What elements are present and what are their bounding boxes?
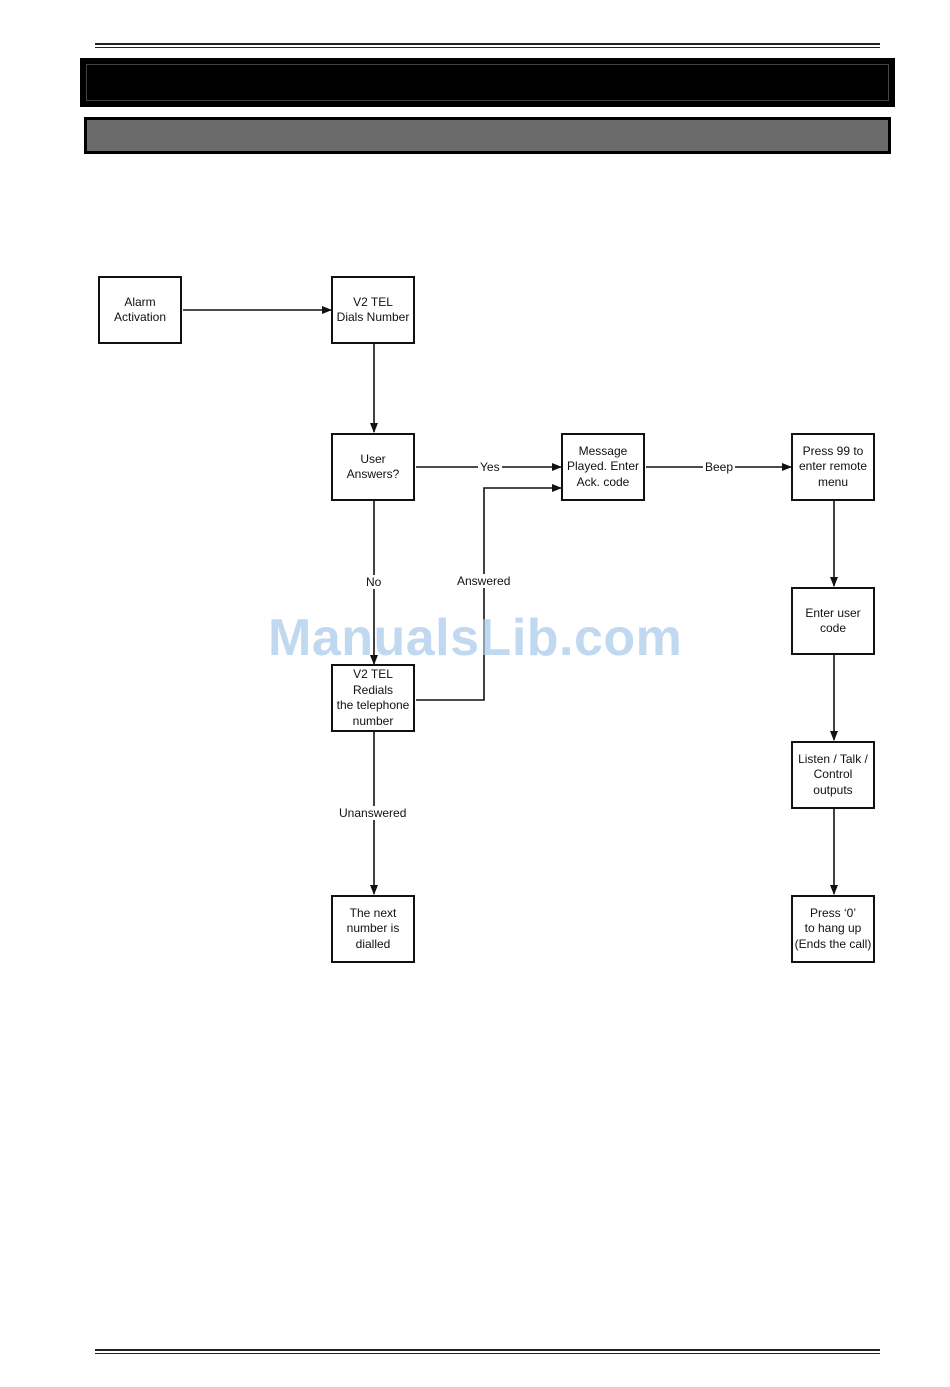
- section-title-bar: [80, 58, 895, 107]
- edge-label-beep: Beep: [703, 460, 736, 474]
- arrow-redials-answered-to-message: [416, 484, 562, 701]
- node-user-answers: User Answers?: [331, 433, 415, 501]
- node-message-played: Message Played. Enter Ack. code: [561, 433, 645, 501]
- node-alarm-activation: Alarm Activation: [98, 276, 182, 344]
- section-subtitle-bar: [84, 117, 891, 154]
- node-enter-user-code: Enter user code: [791, 587, 875, 655]
- header-rule: [95, 43, 880, 48]
- node-listen-talk-control: Listen / Talk / Control outputs: [791, 741, 875, 809]
- node-redials: V2 TEL Redials the telephone number: [331, 664, 415, 732]
- node-press-99: Press 99 to enter remote menu: [791, 433, 875, 501]
- node-dials-number: V2 TEL Dials Number: [331, 276, 415, 344]
- watermark: ManualsLib.com: [268, 609, 683, 667]
- edge-label-answered: Answered: [455, 574, 513, 588]
- node-press-0: Press ‘0’ to hang up (Ends the call): [791, 895, 875, 963]
- footer-rule: [95, 1349, 880, 1354]
- edge-label-yes: Yes: [478, 460, 502, 474]
- node-next-number: The next number is dialled: [331, 895, 415, 963]
- edge-label-unanswered: Unanswered: [337, 806, 409, 820]
- edge-label-no: No: [364, 575, 384, 589]
